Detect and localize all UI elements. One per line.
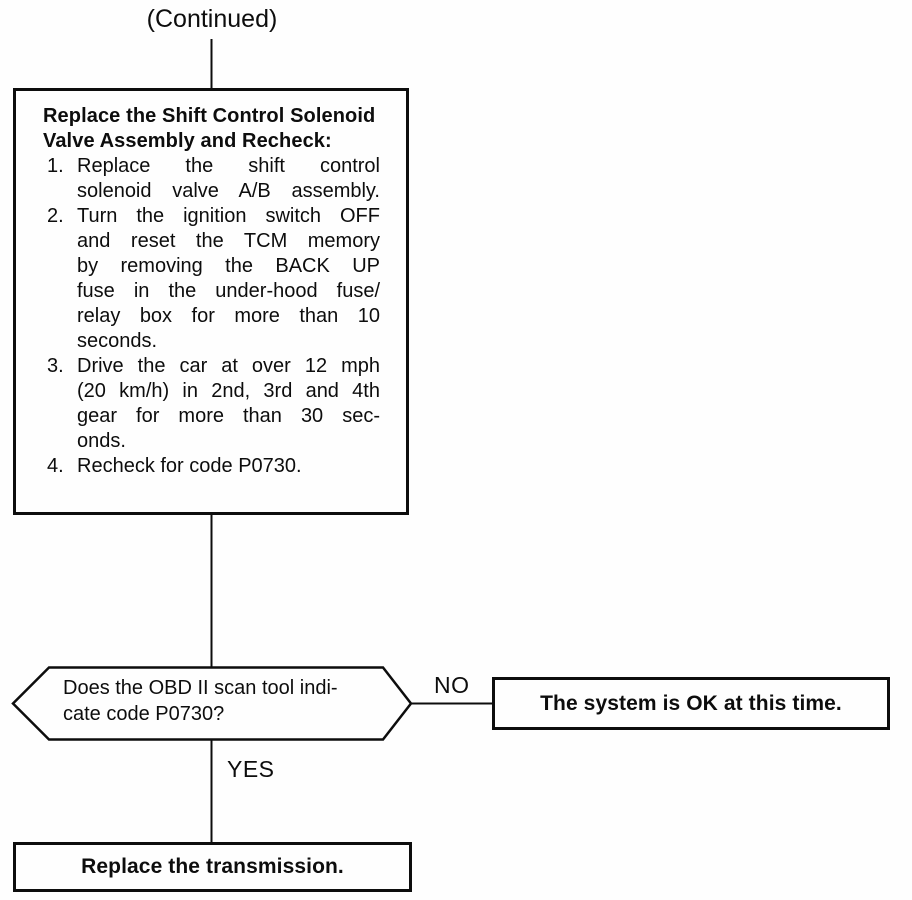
step-number: 1. <box>47 155 64 177</box>
decision-question: Does the OBD II scan tool indi- cate cod… <box>63 675 397 727</box>
step-line: Replace the shift control <box>77 155 380 177</box>
continued-label: (Continued) <box>146 5 278 33</box>
step-text: Turn the ignition switch OFF and reset t… <box>77 204 380 354</box>
action-box-title: Replace the Shift Control Solenoid Valve… <box>43 104 380 154</box>
step-row: 2. Turn the ignition switch OFF and rese… <box>43 204 380 354</box>
step-text: Drive the car at over 12 mph (20 km/h) i… <box>77 354 380 454</box>
step-line: Recheck for code P0730. <box>77 455 302 477</box>
step-line: Turn the ignition switch OFF <box>77 205 380 227</box>
action-box-title-line: Valve Assembly and Recheck: <box>43 130 332 152</box>
step-row: 4. Recheck for code P0730. <box>43 454 380 479</box>
step-text: Replace the shift control solenoid valve… <box>77 154 380 204</box>
step-line: and reset the TCM memory <box>77 230 380 252</box>
step-line: gear for more than 30 sec- <box>77 405 380 427</box>
step-line: solenoid valve A/B assembly. <box>77 180 380 202</box>
step-text: Recheck for code P0730. <box>77 454 380 479</box>
ok-terminal-text: The system is OK at this time. <box>540 691 842 715</box>
replace-terminal-box: Replace the transmission. <box>13 842 412 892</box>
step-line: by removing the BACK UP <box>77 255 380 277</box>
action-box: Replace the Shift Control Solenoid Valve… <box>13 88 409 515</box>
ok-terminal-box: The system is OK at this time. <box>492 677 890 730</box>
decision-hexagon <box>11 666 413 741</box>
step-row: 1. Replace the shift control solenoid va… <box>43 154 380 204</box>
step-number: 2. <box>47 205 64 227</box>
no-edge-label: NO <box>434 672 470 698</box>
step-number: 4. <box>47 455 64 477</box>
step-number: 3. <box>47 355 64 377</box>
decision-question-line: Does the OBD II scan tool indi- <box>63 677 338 699</box>
action-box-title-line: Replace the Shift Control Solenoid <box>43 105 376 127</box>
step-row: 3. Drive the car at over 12 mph (20 km/h… <box>43 354 380 454</box>
decision-question-line: cate code P0730? <box>63 703 225 725</box>
step-line: (20 km/h) in 2nd, 3rd and 4th <box>77 380 380 402</box>
step-line: Drive the car at over 12 mph <box>77 355 380 377</box>
step-line: relay box for more than 10 <box>77 305 380 327</box>
replace-terminal-text: Replace the transmission. <box>81 855 344 878</box>
yes-edge-label: YES <box>227 756 275 782</box>
step-line: onds. <box>77 430 126 452</box>
step-line: seconds. <box>77 330 158 352</box>
step-line: fuse in the under-hood fuse/ <box>77 280 380 302</box>
